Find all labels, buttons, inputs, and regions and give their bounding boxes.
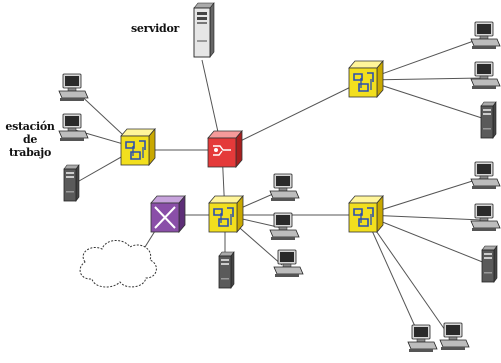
server-icon xyxy=(193,2,215,58)
desktop-computer-icon xyxy=(58,113,89,142)
router-icon xyxy=(207,129,243,169)
workstation-label-line1: estación xyxy=(5,120,55,133)
desktop-computer-icon xyxy=(269,173,300,202)
bridge-icon xyxy=(150,194,186,234)
tower-pc-icon xyxy=(481,245,498,283)
desktop-computer-icon xyxy=(273,249,304,278)
desktop-computer-icon xyxy=(470,203,501,232)
hub-icon xyxy=(208,195,244,233)
desktop-computer-icon xyxy=(470,21,501,50)
tower-pc-icon xyxy=(480,101,497,139)
desktop-computer-icon xyxy=(470,61,501,90)
hub-icon xyxy=(348,60,384,98)
workstation-label-line3: trabajo xyxy=(8,146,52,159)
hub-icon xyxy=(120,128,156,166)
hub-icon xyxy=(348,195,384,233)
desktop-computer-icon xyxy=(470,161,501,190)
desktop-computer-icon xyxy=(58,73,89,102)
desktop-computer-icon xyxy=(269,212,300,241)
internet-cloud-icon xyxy=(79,240,157,288)
desktop-computer-icon xyxy=(439,322,470,351)
tower-pc-icon xyxy=(218,251,235,289)
server-label: servidor xyxy=(131,22,179,35)
workstation-label-line2: de xyxy=(22,133,38,146)
tower-pc-icon xyxy=(63,164,80,202)
desktop-computer-icon xyxy=(407,324,438,353)
workstation-label: estación de trabajo xyxy=(5,120,55,159)
